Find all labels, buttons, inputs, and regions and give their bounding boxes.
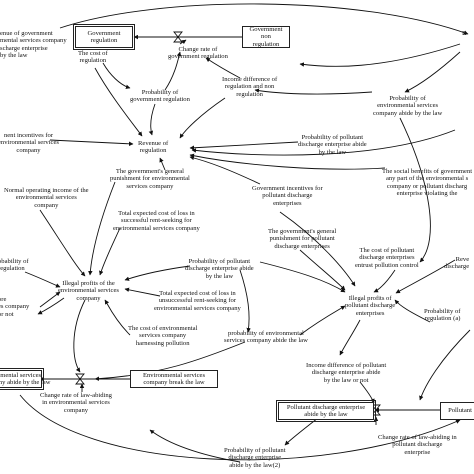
valve-pde bbox=[371, 404, 381, 416]
arrow-cost-reg-to-rev bbox=[94, 67, 143, 137]
arrow-ore-to-illegal bbox=[39, 291, 61, 308]
arrow-top-to-prob-esc bbox=[404, 51, 461, 93]
arrow-prob-esc-bottom-to-illegal bbox=[299, 305, 346, 336]
label-total-loss-success: Total expected cost of loss in successfu… bbox=[113, 210, 200, 232]
label-gov-punishment-esc: The government's general punishment for … bbox=[110, 168, 190, 190]
label-income-diff-regulation: Income difference of regulation and non … bbox=[222, 76, 278, 98]
label-ore-company: ore es company or not bbox=[0, 296, 30, 318]
arrow-prob-esc-right-to-pde bbox=[399, 117, 431, 263]
label-r-top-right: R bbox=[462, 30, 467, 37]
arrow-cost-reg-to-prob bbox=[102, 62, 131, 89]
arrow-prob-gov-to-change bbox=[164, 51, 182, 91]
label-prob-gov-regulation: Probability of government regulation bbox=[130, 89, 190, 104]
label-illegal-profits-pde: Illegal profits of pollutant discharge e… bbox=[345, 295, 396, 317]
label-change-rate-esc: Change rate of law-abiding in environmen… bbox=[40, 392, 112, 414]
stock-government-regulation: Government regulation bbox=[73, 24, 135, 50]
label-total-loss-unsuccess: Total expected cost of loss in unsuccess… bbox=[154, 290, 241, 312]
label-normal-income-esc: Normal operating income of the environme… bbox=[4, 187, 89, 209]
arrow-prob-esc-bottom-to-change bbox=[94, 341, 246, 381]
label-gov-incentives-esc: nent incentives for environmental servic… bbox=[0, 132, 59, 154]
arrow-cost-entrust-to-illegal bbox=[373, 269, 396, 293]
arrow-illegal-esc-to-change bbox=[73, 299, 86, 373]
arrow-prob-pde-mid-to-illegal bbox=[259, 261, 346, 293]
stock-esc-break: Environmental services company break the… bbox=[130, 370, 218, 388]
arrow-punish-pde-to-illegal bbox=[299, 249, 346, 291]
label-income-diff-pde: Income difference of pollutant discharge… bbox=[306, 362, 387, 384]
label-change-rate-pde: Change rate of law-abiding in pollutant … bbox=[378, 434, 457, 456]
label-change-rate-gov: Change rate of government regulation bbox=[168, 46, 228, 61]
stock-government-non-regulation: Government non regulation bbox=[242, 26, 290, 48]
arrow-punish-esc-to-rev bbox=[159, 157, 166, 171]
arrow-loss-success-to-illegal bbox=[99, 227, 121, 276]
label-prob-pde-abide-2: Probability of pollutant discharge enter… bbox=[224, 447, 286, 469]
arrow-prob-esc-to-income bbox=[254, 88, 373, 95]
arrow-gov-incent-pde-to-rev bbox=[189, 155, 261, 185]
arrow-right-edge bbox=[419, 329, 471, 401]
valve-gov bbox=[173, 31, 183, 43]
arrow-prob-pde-right-to-rev bbox=[189, 141, 299, 151]
label-prob-regulation-left: obability of regulation bbox=[0, 258, 29, 273]
label-reve-right: Reve discharge bbox=[444, 256, 470, 271]
valve-esc bbox=[75, 373, 85, 385]
label-social-benefits: The social benefits of government any pa… bbox=[382, 168, 473, 198]
arrow-income-diff-to-rev bbox=[179, 97, 226, 139]
label-revenue-of-regulation: Revenue of regulation bbox=[138, 140, 169, 155]
label-prob-regulation-right: Probability of regulation (a) bbox=[424, 308, 461, 323]
stock-pde-break: Pollutant bbox=[440, 402, 474, 420]
arrow-loss-unsuccess-to-illegal bbox=[124, 287, 161, 297]
arrow-top-right-to-left bbox=[299, 43, 461, 67]
arrow-punish-esc-to-illegal bbox=[88, 181, 116, 276]
arrow-change-rate-gov bbox=[179, 39, 187, 45]
arrow-illegal-to-ore bbox=[37, 297, 65, 315]
arrow-incentives-esc-to-rev bbox=[49, 139, 134, 147]
arrow-prob-pde-mid-down bbox=[239, 269, 251, 333]
label-prob-esc-abide-right: Probability of environmental services co… bbox=[373, 95, 443, 117]
label-revenue-gov-top: enue of government mental services compa… bbox=[0, 30, 67, 60]
label-prob-esc-abide-bottom: probability of environmental services co… bbox=[224, 330, 308, 345]
arrow-normal-income-to-illegal bbox=[39, 209, 86, 277]
label-illegal-profits-esc: Illegal profits of the environmental ser… bbox=[58, 280, 119, 302]
arrow-prob-right-to-illegal bbox=[394, 299, 431, 323]
label-prob-pde-abide-mid: Probability of pollutant discharge enter… bbox=[185, 258, 254, 280]
label-cost-entrust: The cost of pollutant discharge enterpri… bbox=[355, 247, 419, 269]
arrow-illegal-to-income-diff bbox=[339, 319, 361, 356]
arrow-pde-abide-to-prob2 bbox=[284, 417, 319, 446]
stock-pde-abide: Pollutant discharge enterprise abide by … bbox=[276, 400, 376, 422]
arrow-prob-left-to-illegal bbox=[24, 271, 61, 288]
label-gov-incentives-pde: Government incentives for pollutant disc… bbox=[252, 185, 323, 207]
arrow-social-to-rev bbox=[189, 153, 386, 170]
arrow-reve-to-illegal bbox=[395, 259, 456, 294]
arrow-gov-incent-to-illegal bbox=[279, 211, 356, 287]
arrow-top-arc bbox=[59, 3, 469, 35]
arrow-cost-harness-to-illegal bbox=[104, 299, 131, 336]
valve-symbols bbox=[75, 31, 381, 416]
arrow-prob-gov-to-rev bbox=[148, 103, 156, 136]
arrow-prob-pde-to-illegal-esc bbox=[124, 265, 191, 281]
stock-esc-abide: nmental services mpany abide by the law bbox=[0, 368, 51, 390]
label-prob-pde-abide-right: Probability of pollutant discharge enter… bbox=[298, 134, 367, 156]
label-cost-of-regulation: The cost of regulation bbox=[78, 50, 108, 65]
arrow-bottom-arc bbox=[19, 394, 461, 461]
label-gov-punishment-pde: The government's general punishment for … bbox=[268, 228, 337, 250]
label-cost-harnessing: The cost of environmental services compa… bbox=[128, 325, 198, 347]
arrow-income-diff-to-change bbox=[205, 57, 241, 79]
arrow-pde-big-to-rev bbox=[191, 129, 456, 156]
arrow-income-diff-to-change-pde bbox=[359, 381, 375, 404]
